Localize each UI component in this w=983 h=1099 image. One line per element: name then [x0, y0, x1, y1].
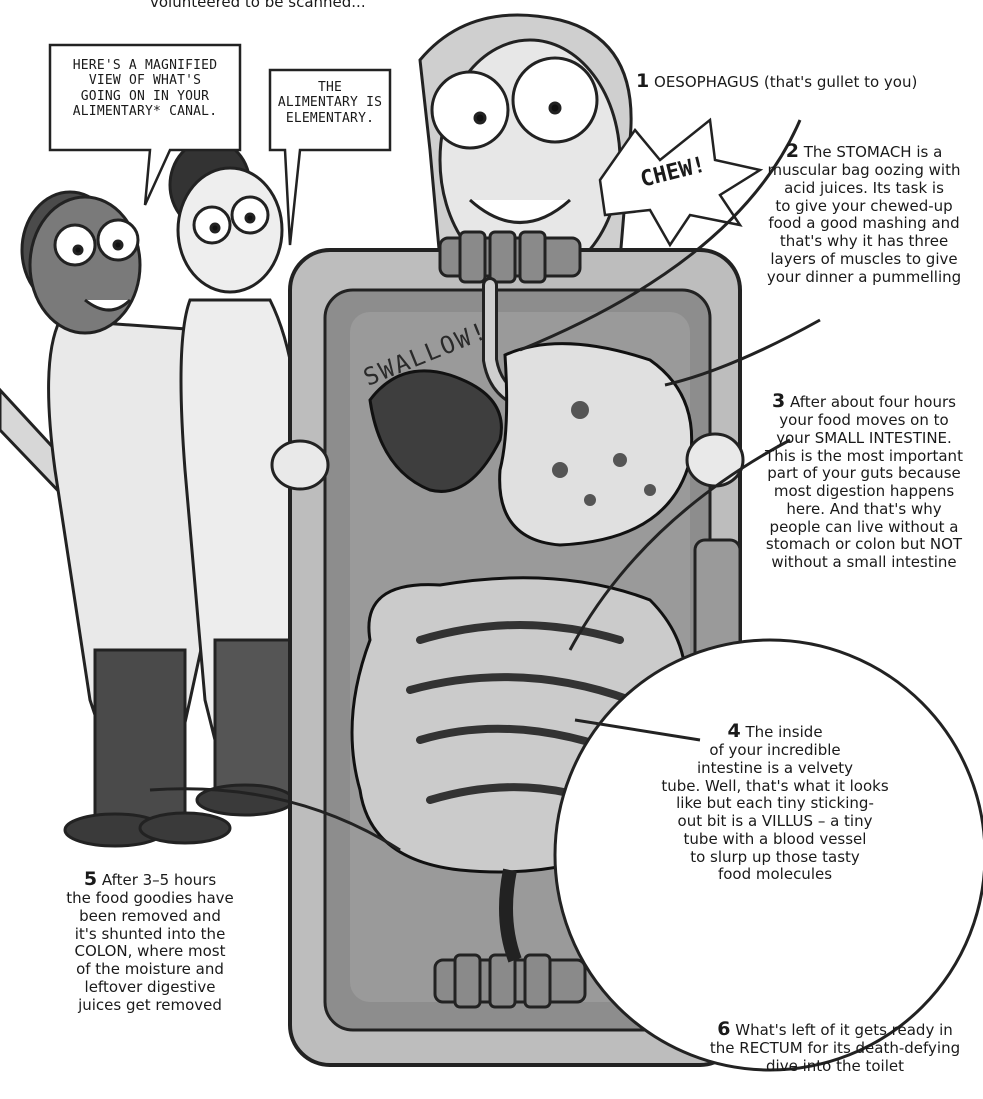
caption-text: After 3–5 hours the food goodies have be…	[66, 871, 234, 1014]
caption-number: 5	[84, 868, 97, 890]
caption-text: OESOPHAGUS (that's gullet to you)	[654, 73, 917, 91]
caption-text: What's left of it gets ready in the RECT…	[710, 1021, 960, 1075]
caption-text: After about four hours your food moves o…	[765, 393, 963, 571]
caption-number: 3	[772, 390, 785, 412]
caption-number: 4	[727, 720, 740, 742]
speech-right-text: THE ALIMENTARY IS ELEMENTARY.	[272, 80, 388, 126]
top-fragment-text: volunteered to be scanned...	[150, 0, 366, 12]
caption-oesophagus: 1 OESOPHAGUS (that's gullet to you)	[636, 70, 976, 92]
caption-small-intestine: 3 After about four hours your food moves…	[745, 390, 983, 572]
speech-left-text: HERE'S A MAGNIFIED VIEW OF WHAT'S GOING …	[54, 58, 236, 119]
caption-rectum: 6 What's left of it gets ready in the RE…	[690, 1018, 980, 1076]
caption-colon: 5 After 3–5 hours the food goodies have …	[40, 868, 260, 1014]
caption-stomach: 2 The STOMACH is a muscular bag oozing w…	[745, 140, 983, 286]
caption-number: 6	[717, 1018, 730, 1040]
caption-text: The STOMACH is a muscular bag oozing wit…	[767, 143, 961, 286]
caption-text: The inside of your incredible intestine …	[661, 723, 888, 883]
caption-number: 1	[636, 70, 649, 92]
caption-number: 2	[786, 140, 799, 162]
neck-clamp	[440, 232, 580, 282]
caption-villus: 4 The inside of your incredible intestin…	[640, 720, 910, 884]
bottom-clamp	[435, 955, 585, 1007]
